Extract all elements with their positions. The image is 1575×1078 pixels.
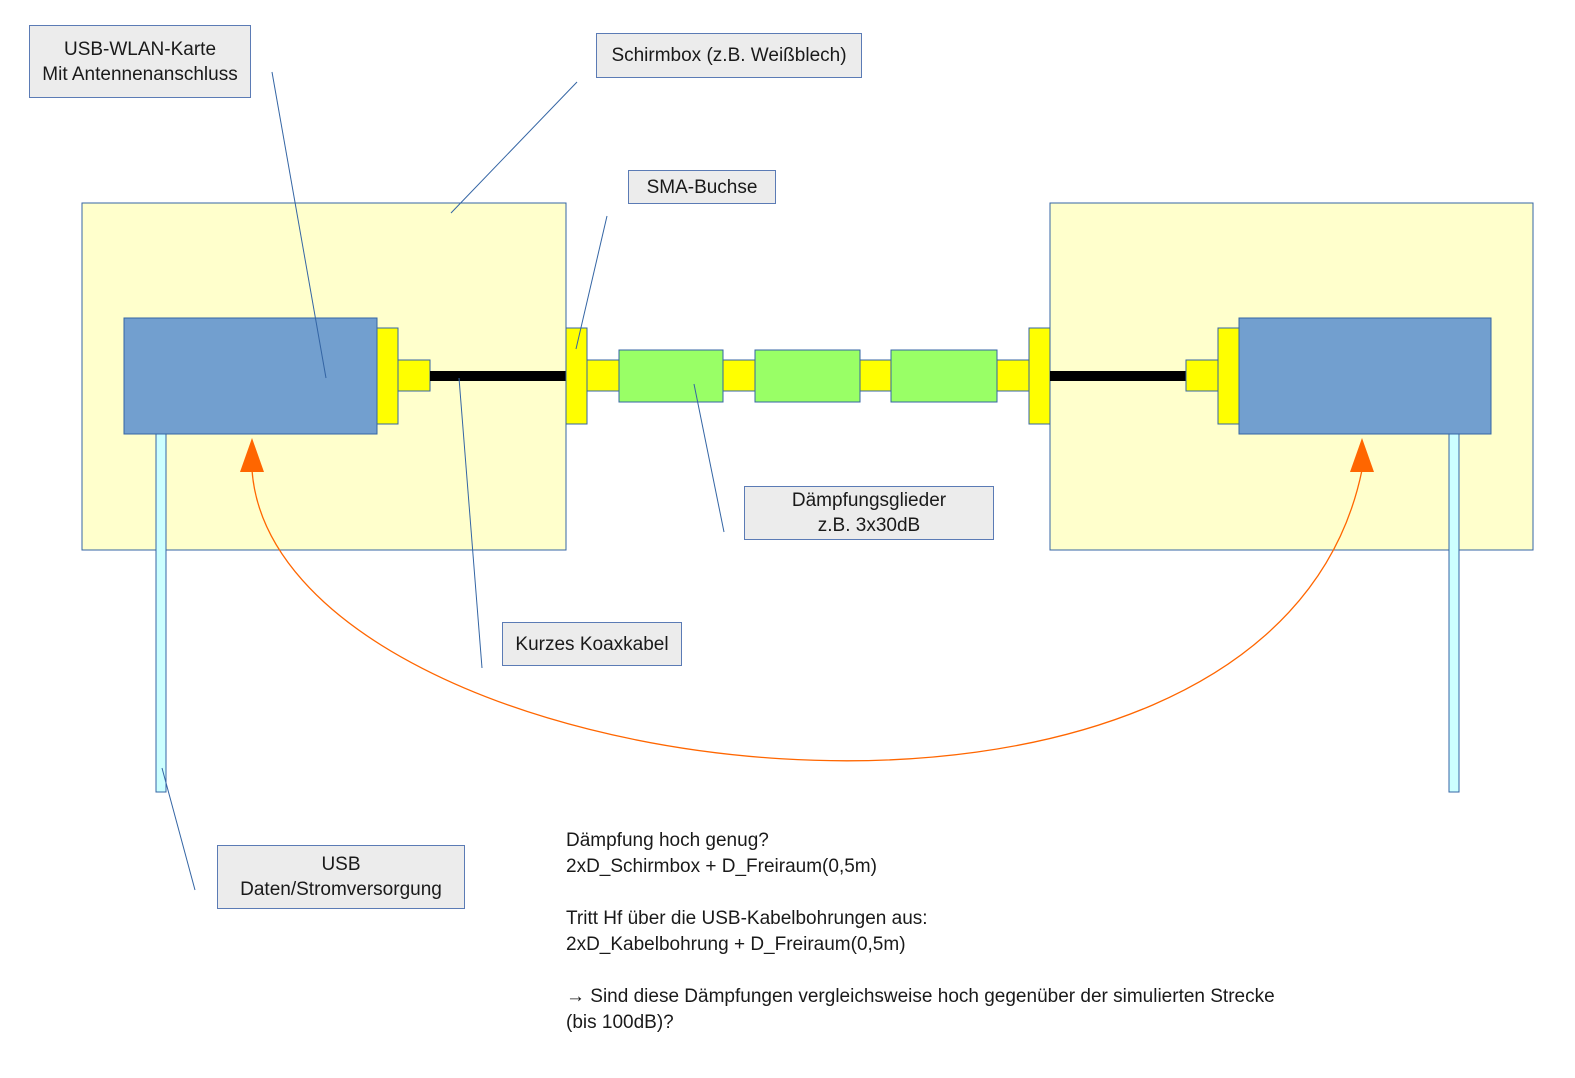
leader-usb — [161, 767, 196, 891]
label-usb-line1: USB — [321, 854, 361, 875]
label-usb-line2: Daten/Stromversorgung — [240, 879, 442, 900]
notes-line-6 — [566, 958, 1275, 984]
leader-attenuators — [693, 383, 725, 533]
label-usb-wlan-card-line1: USB-WLAN-Karte — [63, 38, 217, 60]
card-connector-right-pin — [1185, 359, 1219, 392]
attenuator-2 — [754, 349, 861, 403]
adapter-4 — [996, 359, 1030, 392]
free-space-leakage-arc — [251, 469, 1363, 762]
coax-cable-right — [1050, 371, 1186, 381]
label-shield-box-text: Schirmbox (z.B. Weißblech) — [611, 45, 847, 66]
label-sma-jack: SMA-Buchse — [628, 170, 776, 204]
adapter-2 — [722, 359, 756, 392]
label-usb: USB Daten/Stromversorgung — [217, 845, 465, 909]
notes-line-8: (bis 100dB)? — [566, 1012, 674, 1033]
notes-line-4: Tritt Hf über die USB-Kabelbohrungen aus… — [566, 908, 928, 929]
notes-line-2: 2xD_Schirmbox + D_Freiraum(0,5m) — [566, 856, 877, 877]
label-shield-box: Schirmbox (z.B. Weißblech) — [596, 33, 862, 78]
adapter-1 — [586, 359, 620, 392]
label-short-coax: Kurzes Koaxkabel — [502, 622, 682, 666]
arrowhead-right-icon — [1350, 438, 1374, 472]
card-connector-left-flange — [376, 327, 399, 425]
attenuator-1 — [618, 349, 724, 403]
notes-line-1: Dämpfung hoch genug? — [566, 830, 769, 851]
label-short-coax-text: Kurzes Koaxkabel — [515, 633, 669, 655]
label-sma-jack-text: SMA-Buchse — [646, 176, 758, 198]
label-attenuators: Dämpfungsglieder z.B. 3x30dB — [744, 486, 994, 540]
leader-usb-wlan-card — [271, 71, 327, 379]
wlan-card-right — [1238, 317, 1492, 435]
label-attenuators-line2: z.B. 3x30dB — [817, 515, 921, 536]
attenuator-3 — [890, 349, 998, 403]
usb-cable-right — [1448, 433, 1460, 793]
notes-line-3 — [566, 880, 1275, 906]
arrowhead-left-icon — [240, 438, 264, 472]
sma-jack-right — [1028, 327, 1051, 425]
notes-line-5: 2xD_Kabelbohrung + D_Freiraum(0,5m) — [566, 934, 906, 955]
label-usb-wlan-card-line2: Mit Antennenanschluss — [42, 63, 238, 85]
adapter-3 — [859, 359, 892, 392]
card-connector-right-flange — [1217, 327, 1240, 425]
leader-sma-jack — [575, 215, 608, 350]
usb-cable-left — [155, 433, 167, 793]
label-attenuators-line1: Dämpfungsglieder — [791, 490, 947, 511]
notes-line-7: → Sind diese Dämpfungen vergleichsweise … — [566, 986, 1275, 1007]
leader-shield-box — [450, 81, 578, 214]
coax-cable-left — [430, 371, 566, 381]
label-usb-wlan-card: USB-WLAN-Karte Mit Antennenanschluss — [29, 25, 251, 98]
card-connector-left-pin — [397, 359, 431, 392]
sma-jack-left — [565, 327, 588, 425]
notes-block: Dämpfung hoch genug? 2xD_Schirmbox + D_F… — [566, 828, 1275, 1036]
wlan-card-left — [123, 317, 378, 435]
leader-short-coax — [458, 377, 483, 669]
